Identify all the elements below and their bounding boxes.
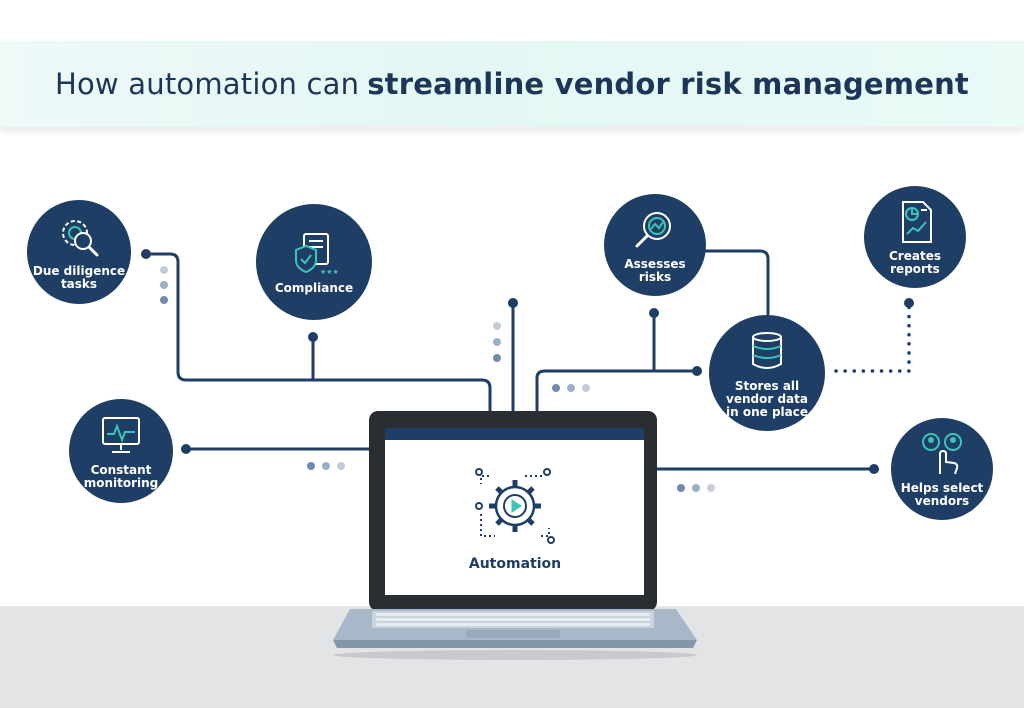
laptop-shadow bbox=[333, 650, 697, 660]
automation-label: Automation bbox=[468, 556, 562, 572]
connector-assess-storage bbox=[700, 249, 770, 316]
select-person-icon bbox=[922, 433, 962, 475]
database-icon bbox=[752, 331, 782, 369]
node-due-diligence-label: Due diligence tasks bbox=[32, 264, 126, 291]
node-assesses-risks-label: Assesses risks bbox=[624, 257, 686, 284]
endpoint-storage bbox=[692, 366, 702, 376]
node-helps-select: Helps select vendors bbox=[891, 418, 993, 520]
title-prefix: How automation can bbox=[54, 67, 360, 101]
endpoint-reports bbox=[904, 298, 914, 308]
endpoint-center bbox=[508, 298, 518, 308]
node-compliance-label: Compliance bbox=[274, 280, 354, 295]
title-emphasis: streamline vendor risk management bbox=[367, 67, 969, 101]
gear-play-icon bbox=[475, 468, 555, 544]
laptop-screen bbox=[385, 428, 644, 595]
node-assesses-risks: Assesses risks bbox=[604, 194, 706, 296]
connector-reports-dotted bbox=[834, 301, 911, 373]
dots-left-vertical bbox=[160, 266, 168, 304]
endpoint-monitoring bbox=[181, 444, 191, 454]
dots-monitoring-horizontal bbox=[307, 462, 345, 470]
search-gear-icon bbox=[62, 220, 99, 257]
dots-right-horizontal bbox=[552, 384, 590, 392]
dots-center-vertical bbox=[493, 322, 501, 362]
node-creates-reports-label: Creates reports bbox=[889, 249, 941, 276]
laptop-trackpad bbox=[466, 630, 560, 638]
header-banner: How automation can streamline vendor ris… bbox=[0, 41, 1024, 127]
connector-due-diligence bbox=[144, 252, 492, 416]
node-helps-select-label: Helps select vendors bbox=[900, 481, 984, 508]
endpoint-compliance bbox=[308, 332, 318, 342]
laptop bbox=[333, 411, 697, 660]
node-constant-monitoring-label: Constant monitoring bbox=[83, 463, 159, 490]
node-stores-data-label: Stores all vendor data in one place bbox=[726, 378, 808, 419]
node-creates-reports: Creates reports bbox=[864, 186, 966, 288]
dots-select-horizontal bbox=[677, 484, 715, 492]
node-stores-data: Stores all vendor data in one place bbox=[709, 315, 825, 431]
node-constant-monitoring: Constant monitoring bbox=[69, 399, 173, 503]
node-compliance: ★★★ Compliance bbox=[256, 204, 372, 320]
endpoint-due-diligence bbox=[141, 249, 151, 259]
endpoint-assesses bbox=[649, 308, 659, 318]
report-icon bbox=[902, 201, 932, 243]
certificate-icon: ★★★ bbox=[295, 232, 338, 276]
monitor-icon bbox=[102, 417, 140, 453]
connector-storage bbox=[535, 369, 699, 416]
endpoint-select bbox=[869, 464, 879, 474]
svg-text:★★★: ★★★ bbox=[320, 268, 338, 276]
risk-magnifier-icon bbox=[635, 212, 671, 248]
page-title: How automation can streamline vendor ris… bbox=[0, 41, 1024, 127]
node-due-diligence: Due diligence tasks bbox=[27, 200, 131, 304]
screen-titlebar bbox=[385, 428, 644, 440]
